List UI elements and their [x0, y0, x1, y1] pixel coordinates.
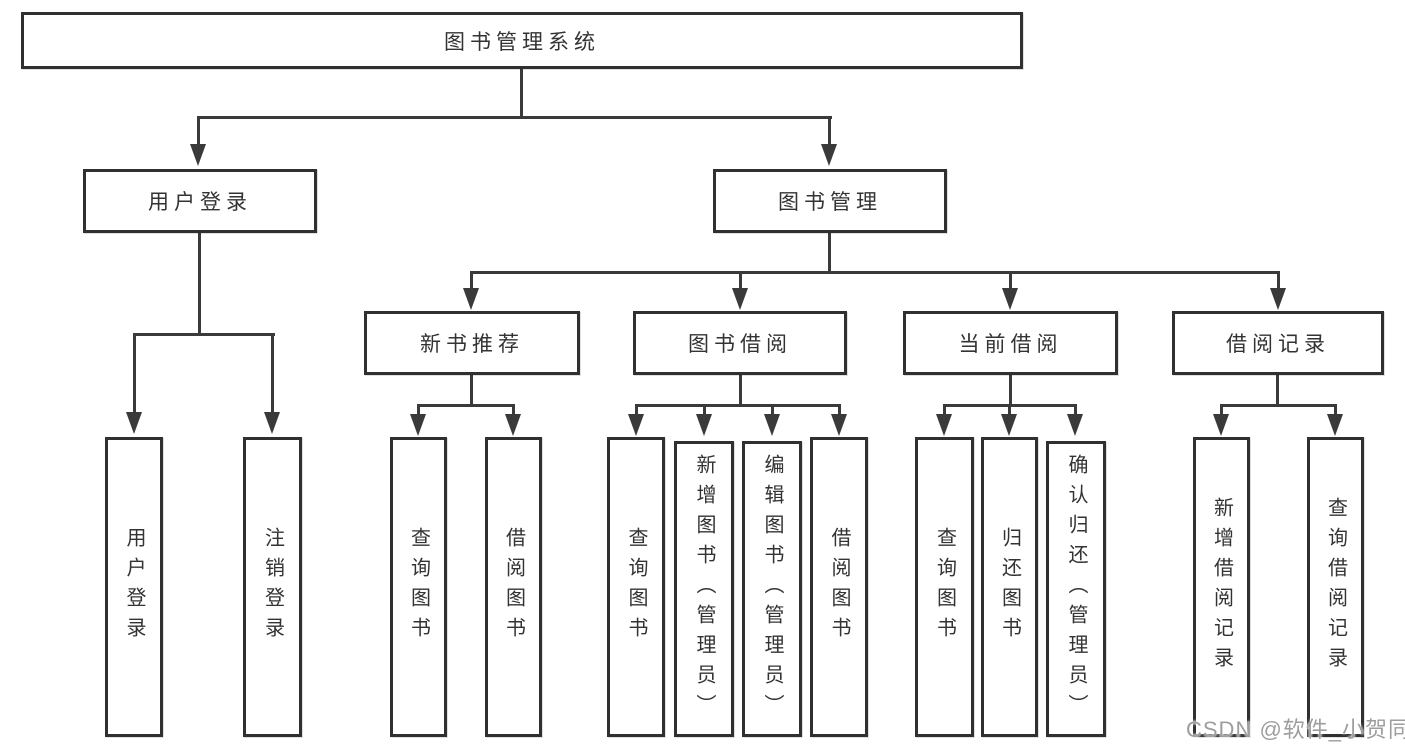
leaf-nbr-query: 查询图书 [390, 437, 447, 737]
arrowhead-bb-add [696, 414, 712, 436]
connector-to-br-query [1334, 404, 1337, 416]
node-book-borrow-label: 图书借阅 [688, 333, 792, 356]
connector-book-mgmt-stub [828, 232, 831, 274]
connector-to-new-book-rec [470, 271, 473, 289]
leaf-ul-login-label: 用户登录 [123, 527, 145, 647]
leaf-cb-confirm-label: 确认归还（管理员） [1065, 454, 1087, 724]
leaf-cb-return-label: 归还图书 [998, 527, 1021, 647]
leaf-nbr-borrow-label: 借阅图书 [502, 527, 525, 647]
node-borrow-record: 借阅记录 [1172, 311, 1384, 375]
leaf-bb-add: 新增图书（管理员） [674, 441, 734, 737]
connector-to-cb-return [1008, 404, 1011, 416]
connector-to-borrow-record [1277, 271, 1280, 289]
connector-to-nbr-borrow [512, 404, 515, 416]
leaf-bb-query-label: 查询图书 [625, 527, 647, 647]
leaf-br-query-label: 查询借阅记录 [1324, 497, 1347, 677]
leaf-br-add-label: 新增借阅记录 [1210, 497, 1233, 677]
connector-to-cb-query [943, 404, 946, 416]
arrowhead-bb-query [628, 414, 644, 436]
connector-br-stub [1276, 375, 1279, 406]
arrowhead-cb-return [1001, 414, 1017, 436]
arrowhead-cb-query [936, 414, 952, 436]
leaf-cb-query: 查询图书 [915, 437, 974, 737]
arrowhead-book-mgmt [821, 144, 837, 166]
connector-to-book-borrow [739, 271, 742, 289]
connector-to-nbr-query [417, 404, 420, 416]
arrowhead-br-query [1327, 414, 1343, 436]
leaf-cb-confirm: 确认归还（管理员） [1046, 441, 1106, 737]
connector-to-user-login [197, 116, 200, 144]
node-root-label: 图书管理系统 [444, 30, 600, 54]
leaf-bb-borrow: 借阅图书 [810, 437, 868, 737]
connector-user-login-horizontal [133, 333, 275, 336]
connector-to-bb-borrow [838, 404, 841, 416]
node-current-borrow-label: 当前借阅 [958, 333, 1063, 356]
connector-to-bb-add [703, 404, 706, 416]
node-book-mgmt: 图书管理 [713, 169, 947, 233]
connector-to-book-mgmt [828, 116, 831, 144]
leaf-ul-login: 用户登录 [105, 437, 163, 737]
leaf-br-add: 新增借阅记录 [1193, 437, 1250, 737]
arrowhead-book-borrow [732, 288, 748, 310]
node-book-borrow: 图书借阅 [633, 311, 847, 375]
node-new-book-rec: 新书推荐 [364, 311, 580, 375]
arrowhead-br-add [1213, 414, 1229, 436]
node-borrow-record-label: 借阅记录 [1226, 333, 1330, 356]
arrowhead-user-login [190, 144, 206, 166]
leaf-nbr-borrow: 借阅图书 [485, 437, 542, 737]
connector-nbr-stub [470, 375, 473, 406]
arrowhead-new-book-rec [463, 288, 479, 310]
connector-to-bb-query [635, 404, 638, 416]
node-current-borrow: 当前借阅 [903, 311, 1118, 375]
connector-bb-stub [739, 375, 742, 406]
connector-to-br-add [1220, 404, 1223, 416]
leaf-nbr-query-label: 查询图书 [407, 527, 430, 647]
leaf-bb-edit-label: 编辑图书（管理员） [761, 454, 783, 724]
arrowhead-nbr-query [410, 414, 426, 436]
arrowhead-current-borrow [1002, 288, 1018, 310]
arrowhead-cb-confirm [1067, 414, 1083, 436]
node-user-login-label: 用户登录 [148, 191, 252, 214]
connector-user-login-stub [198, 232, 201, 336]
connector-to-bb-edit [771, 404, 774, 416]
leaf-bb-borrow-label: 借阅图书 [828, 527, 850, 647]
connector-cb-stub [1009, 375, 1012, 406]
leaf-cb-query-label: 查询图书 [933, 527, 956, 647]
node-user-login: 用户登录 [83, 169, 317, 233]
leaf-bb-query: 查询图书 [607, 437, 665, 737]
connector-nbr-horizontal [417, 404, 515, 407]
connector-root-stub [520, 68, 523, 118]
arrowhead-bb-edit [764, 414, 780, 436]
node-new-book-rec-label: 新书推荐 [420, 333, 524, 356]
leaf-ul-logout-label: 注销登录 [261, 527, 284, 647]
node-root: 图书管理系统 [21, 12, 1023, 69]
node-book-mgmt-label: 图书管理 [778, 191, 882, 214]
csdn-watermark: CSDN @软件_小贺同学 [1186, 717, 1405, 742]
connector-to-ul-login [133, 333, 136, 413]
connector-level1-horizontal [197, 116, 832, 119]
leaf-br-query: 查询借阅记录 [1307, 437, 1364, 737]
arrowhead-bb-borrow [831, 414, 847, 436]
connector-bb-horizontal [635, 404, 841, 407]
leaf-bb-edit: 编辑图书（管理员） [742, 441, 802, 737]
connector-level2-horizontal [470, 271, 1280, 274]
connector-to-ul-logout [271, 333, 274, 413]
connector-to-cb-confirm [1074, 404, 1077, 416]
arrowhead-ul-logout [264, 412, 280, 434]
arrowhead-ul-login [126, 412, 142, 434]
connector-to-current-borrow [1009, 271, 1012, 289]
arrowhead-nbr-borrow [505, 414, 521, 436]
arrowhead-borrow-record [1270, 288, 1286, 310]
connector-br-horizontal [1220, 404, 1337, 407]
leaf-ul-logout: 注销登录 [243, 437, 302, 737]
leaf-cb-return: 归还图书 [981, 437, 1038, 737]
leaf-bb-add-label: 新增图书（管理员） [693, 454, 715, 724]
